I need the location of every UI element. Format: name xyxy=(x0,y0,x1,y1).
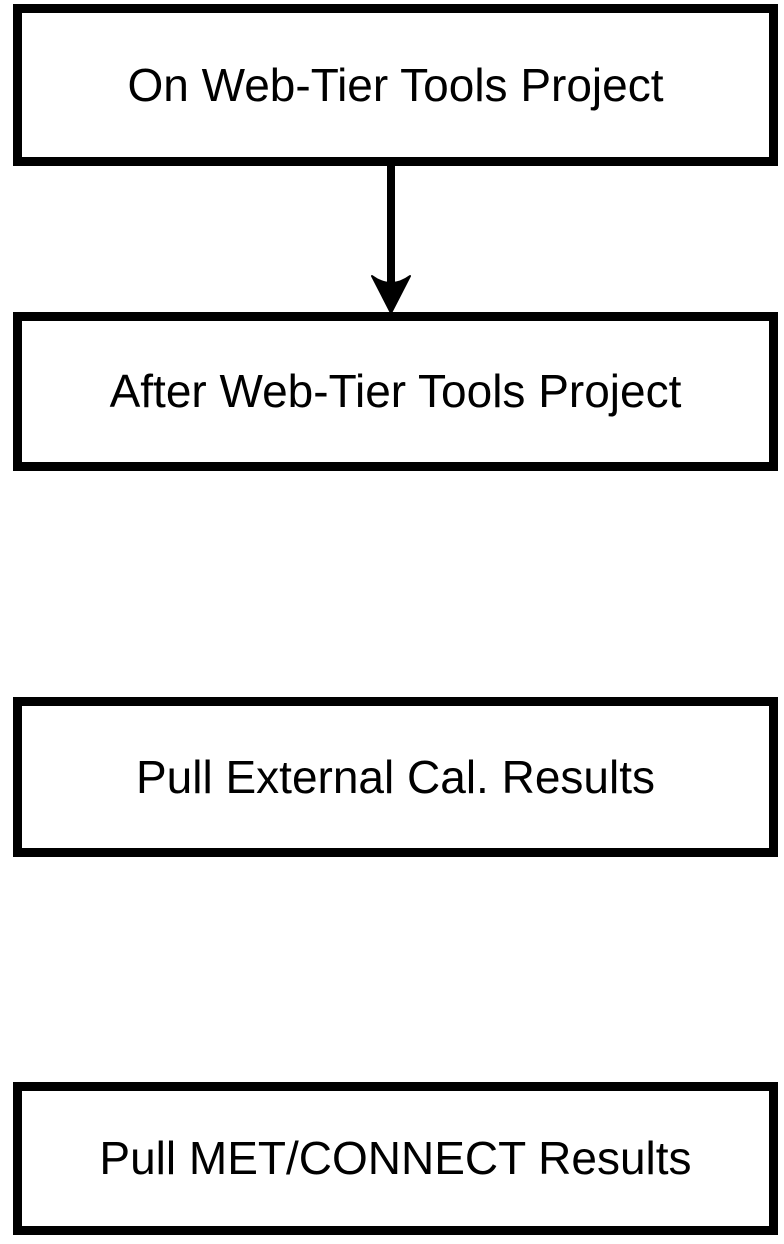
node-label: Pull MET/CONNECT Results xyxy=(99,1132,692,1185)
node-label: Pull External Cal. Results xyxy=(136,750,655,803)
flowchart-node-on-web-tier-tools-project: On Web-Tier Tools Project xyxy=(13,4,778,166)
node-label: After Web-Tier Tools Project xyxy=(109,365,682,418)
arrowhead-down-icon xyxy=(371,275,411,314)
flowchart-node-pull-met-connect-results: Pull MET/CONNECT Results xyxy=(13,1082,778,1235)
arrow-node1-to-node2 xyxy=(371,163,411,314)
flowchart-node-pull-external-cal-results: Pull External Cal. Results xyxy=(13,697,778,857)
node-label: On Web-Tier Tools Project xyxy=(127,58,664,111)
flowchart-node-after-web-tier-tools-project: After Web-Tier Tools Project xyxy=(13,312,778,471)
